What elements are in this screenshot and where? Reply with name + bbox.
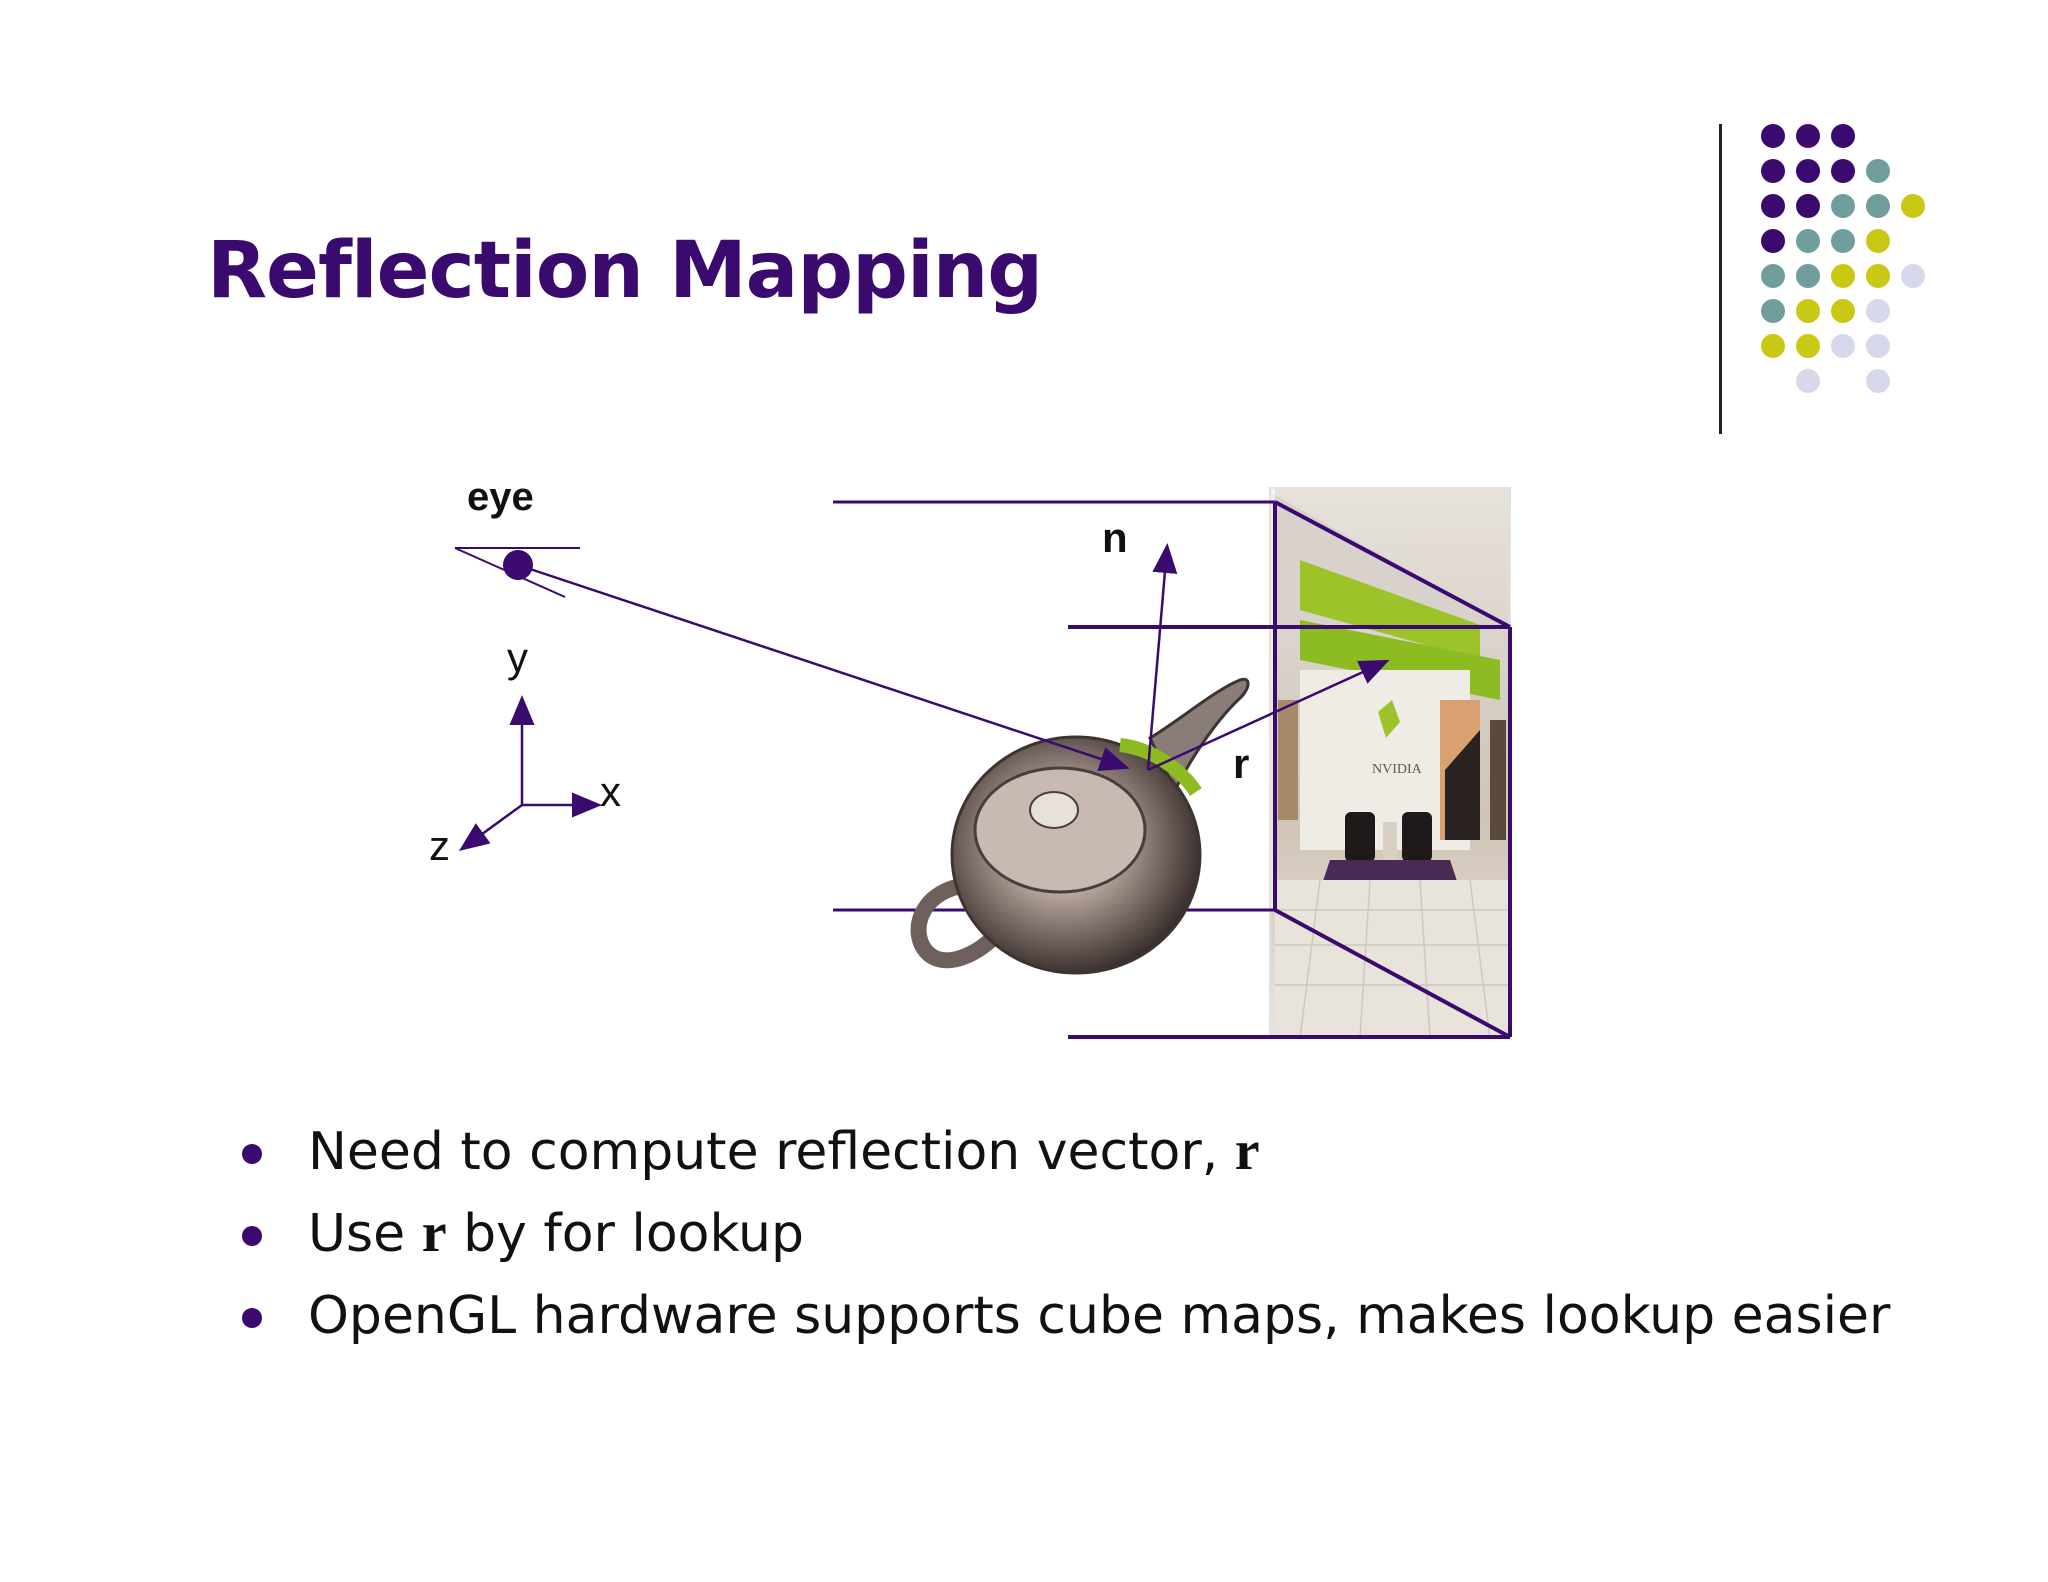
axis-x-label: x: [600, 768, 621, 815]
bullet-text: OpenGL hardware supports cube maps, make…: [308, 1286, 1891, 1346]
slide-title: Reflection Mapping: [207, 226, 1043, 316]
cube-map-image: NVIDIA: [1269, 487, 1511, 1039]
axes: [458, 695, 602, 851]
eye: [454, 547, 580, 598]
axis-z-label: z: [429, 822, 450, 869]
decorative-divider: [1719, 124, 1722, 434]
bullet-icon: [242, 1226, 262, 1246]
reflection-vector: [1147, 659, 1390, 772]
vector-symbol: r: [421, 1202, 447, 1264]
bullet-item: OpenGL hardware supports cube maps, make…: [236, 1274, 1890, 1356]
cube-outline: [833, 500, 1512, 1039]
bullet-item: Use r by for lookup: [236, 1192, 1890, 1274]
bullet-icon: [242, 1144, 262, 1164]
eye-label: eye: [467, 475, 534, 519]
reflection-label: r: [1233, 740, 1249, 787]
view-ray: [517, 563, 1130, 771]
axis-y-label: y: [507, 634, 528, 681]
normal-label: n: [1102, 514, 1128, 561]
bullet-text: Need to compute reflection vector,: [308, 1122, 1235, 1182]
bullet-item: Need to compute reflection vector, r: [236, 1110, 1890, 1192]
bullet-icon: [242, 1308, 262, 1328]
bullet-text: Use: [308, 1204, 422, 1264]
reflection-diagram: NVIDIA: [429, 475, 1512, 1039]
nvidia-logo-text: NVIDIA: [1372, 762, 1423, 777]
vector-symbol: r: [1234, 1120, 1260, 1182]
bullet-list: Need to compute reflection vector, r Use…: [236, 1110, 1890, 1356]
teapot: [910, 677, 1250, 975]
normal-vector: [1146, 543, 1178, 771]
bullet-text-rest: by for lookup: [446, 1204, 804, 1264]
